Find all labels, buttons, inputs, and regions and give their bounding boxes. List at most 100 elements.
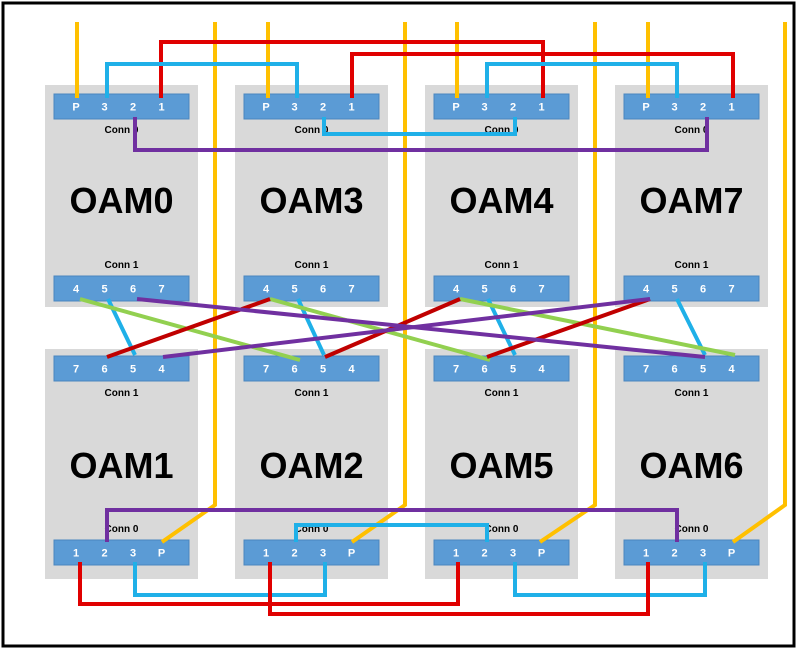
module-label: OAM6: [639, 445, 743, 486]
module-body: [45, 85, 198, 307]
connector-pin: 2: [481, 548, 487, 560]
connector-pin: 5: [510, 364, 516, 376]
connector-bottom: [243, 539, 380, 566]
red-link: [268, 562, 650, 616]
module-body: [425, 85, 578, 307]
connector-pin: 2: [101, 548, 107, 560]
connector-pin: 7: [728, 284, 734, 296]
connector-pin: 6: [130, 284, 136, 296]
connector-pin: 3: [101, 102, 107, 114]
connector-pin: 7: [453, 364, 459, 376]
connector-pin: 7: [348, 284, 354, 296]
connector-pin: P: [158, 548, 165, 560]
connector-pin: 4: [728, 364, 735, 376]
blue-link: [322, 117, 517, 136]
connector-bottom: [433, 539, 570, 566]
connector-label: Conn 0: [485, 125, 519, 136]
connector-label: Conn 0: [295, 524, 329, 535]
red-link: [350, 52, 735, 98]
connector-pin: 1: [263, 548, 269, 560]
connector-pin: 4: [538, 364, 545, 376]
connector-top: [243, 355, 380, 382]
connector-pin: 5: [700, 364, 706, 376]
red-link: [159, 40, 545, 98]
connector-pin: 3: [291, 102, 297, 114]
connector-top: [53, 93, 190, 120]
power-link: [538, 22, 597, 544]
connector-pin: 3: [130, 548, 136, 560]
connector-top: [433, 355, 570, 382]
connector-label: Conn 0: [675, 125, 709, 136]
connector-pin: 1: [453, 548, 459, 560]
connector-pin: 4: [348, 364, 355, 376]
module-label: OAM5: [449, 445, 553, 486]
connector-bottom: [243, 275, 380, 302]
blue-link: [294, 523, 489, 542]
connector-label: Conn 1: [485, 388, 519, 399]
connector-pin: 2: [130, 102, 136, 114]
connector-label: Conn 1: [105, 388, 139, 399]
connector-pin: P: [538, 548, 545, 560]
connector-label: Conn 1: [295, 260, 329, 271]
blue-link: [133, 562, 327, 597]
green-link: [459, 297, 736, 357]
blue-link: [513, 562, 707, 597]
connector-pin: 1: [348, 102, 354, 114]
connector-pin: 4: [643, 284, 650, 296]
connector-top: [243, 93, 380, 120]
power-link: [160, 22, 217, 544]
connector-pin: 5: [130, 364, 136, 376]
module-label: OAM1: [69, 445, 173, 486]
connector-label: Conn 1: [675, 388, 709, 399]
connector-pin: 6: [291, 364, 297, 376]
connector-pin: 2: [671, 548, 677, 560]
connector-top: [623, 355, 760, 382]
blue-link: [485, 62, 679, 98]
connector-pin: P: [452, 102, 459, 114]
module-body: [235, 85, 388, 307]
connector-pin: 1: [538, 102, 544, 114]
connector-pin: 5: [320, 364, 326, 376]
connector-label: Conn 1: [105, 260, 139, 271]
connector-label: Conn 1: [295, 388, 329, 399]
connector-pin: 4: [73, 284, 80, 296]
connector-label: Conn 0: [295, 125, 329, 136]
module-body: [615, 85, 768, 307]
connector-pin: 7: [643, 364, 649, 376]
module-label: OAM4: [449, 180, 553, 221]
connector-pin: 5: [671, 284, 677, 296]
purple-link: [133, 117, 709, 152]
connector-pin: 6: [700, 284, 706, 296]
connector-pin: 6: [101, 364, 107, 376]
connector-bottom: [53, 539, 190, 566]
connector-pin: 1: [643, 548, 649, 560]
connector-pin: 6: [481, 364, 487, 376]
purple-link: [105, 508, 679, 542]
power-link: [350, 22, 407, 544]
connector-pin: 7: [73, 364, 79, 376]
connector-bottom: [623, 275, 760, 302]
connector-top: [53, 355, 190, 382]
purple-link: [162, 297, 651, 359]
connector-pin: 2: [320, 102, 326, 114]
connector-pin: 2: [700, 102, 706, 114]
connector-pin: 6: [510, 284, 516, 296]
connector-pin: 3: [671, 102, 677, 114]
connector-label: Conn 1: [485, 260, 519, 271]
connector-pin: 4: [453, 284, 460, 296]
links-layer: [75, 22, 787, 616]
connector-pin: 6: [320, 284, 326, 296]
connector-pin: 3: [510, 548, 516, 560]
blue-link: [486, 298, 517, 356]
connector-pin: 2: [510, 102, 516, 114]
connector-pin: P: [642, 102, 649, 114]
